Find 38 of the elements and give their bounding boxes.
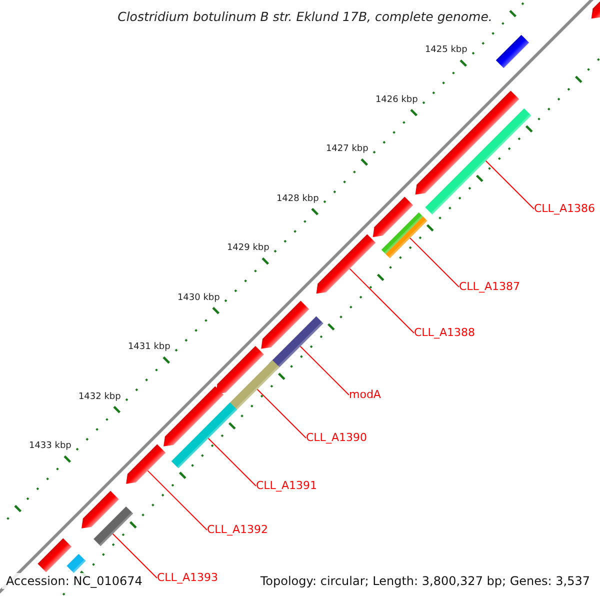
scale-label: 1429 kbp [226, 243, 270, 254]
scale-label: 1430 kbp [177, 292, 220, 304]
cds-feature [591, 0, 600, 19]
cds-feature [126, 444, 166, 484]
leader-line [349, 268, 414, 334]
cds-feature [372, 196, 414, 238]
scale-label: 1432 kbp [78, 392, 121, 403]
cds-feature [38, 538, 72, 572]
leader-line [208, 438, 256, 486]
scale-label: 1426 kbp [375, 94, 418, 106]
scale-label: 1425 kbp [424, 45, 468, 56]
scale-label: 1428 kbp [276, 194, 319, 205]
genome-info: Topology: circular; Length: 3,800,327 bp; Genes: 3,537 [260, 574, 590, 588]
leader-line [410, 238, 460, 288]
gene-label: CLL_A1387 [459, 280, 520, 294]
cds-feature [261, 300, 310, 349]
title: Clostridium botulinum B str. Eklund 17B, complete genome. [116, 9, 494, 24]
cds-feature [82, 490, 119, 528]
scale-label: 1427 kbp [326, 144, 368, 156]
gene-label: CLL_A1393 [157, 571, 218, 585]
gene-label: modA [349, 388, 381, 402]
leader-line [300, 346, 350, 396]
cds-feature [216, 346, 264, 394]
cds-feature [316, 234, 376, 294]
leader-line [112, 533, 158, 578]
gene-label: CLL_A1386 [534, 202, 595, 216]
leader-line [485, 160, 534, 210]
scale-label: 1431 kbp [128, 342, 170, 354]
gene-label: CLL_A1391 [256, 479, 317, 493]
cds-feature [496, 34, 530, 68]
leader-line [147, 470, 208, 530]
gene-bar [381, 212, 428, 258]
cds-feature [164, 386, 224, 446]
gene-label: CLL_A1390 [306, 431, 367, 445]
gene-label: CLL_A1388 [414, 326, 475, 340]
scale-label: 1433 kbp [28, 441, 72, 452]
leader-line [256, 388, 306, 438]
gene-label: CLL_A1392 [207, 523, 268, 537]
